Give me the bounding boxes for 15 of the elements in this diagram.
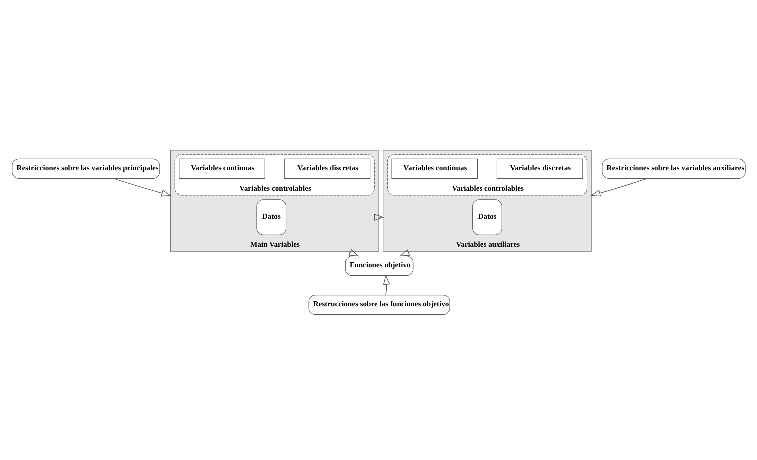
arrow [399, 248, 410, 256]
arrow [374, 213, 384, 220]
node-box: Variables discretas [496, 158, 583, 178]
node-box: Datos [472, 199, 502, 235]
node-box: Restricciones sobre las variables auxiliares [602, 158, 746, 178]
arrow [590, 178, 648, 196]
node-box: Variables continuas [178, 158, 265, 178]
node-box: Funciones objetivo [344, 255, 414, 276]
node-box: Datos [256, 199, 286, 235]
node-box: Restrucciones sobre las funciones objetivo [308, 294, 450, 315]
node-box: Variables discretas [284, 158, 370, 178]
node-box: Restricciones sobre las variables principales [12, 158, 160, 178]
arrow [112, 178, 172, 196]
arrow [382, 274, 390, 296]
node-box: Variables continuas [391, 158, 478, 178]
